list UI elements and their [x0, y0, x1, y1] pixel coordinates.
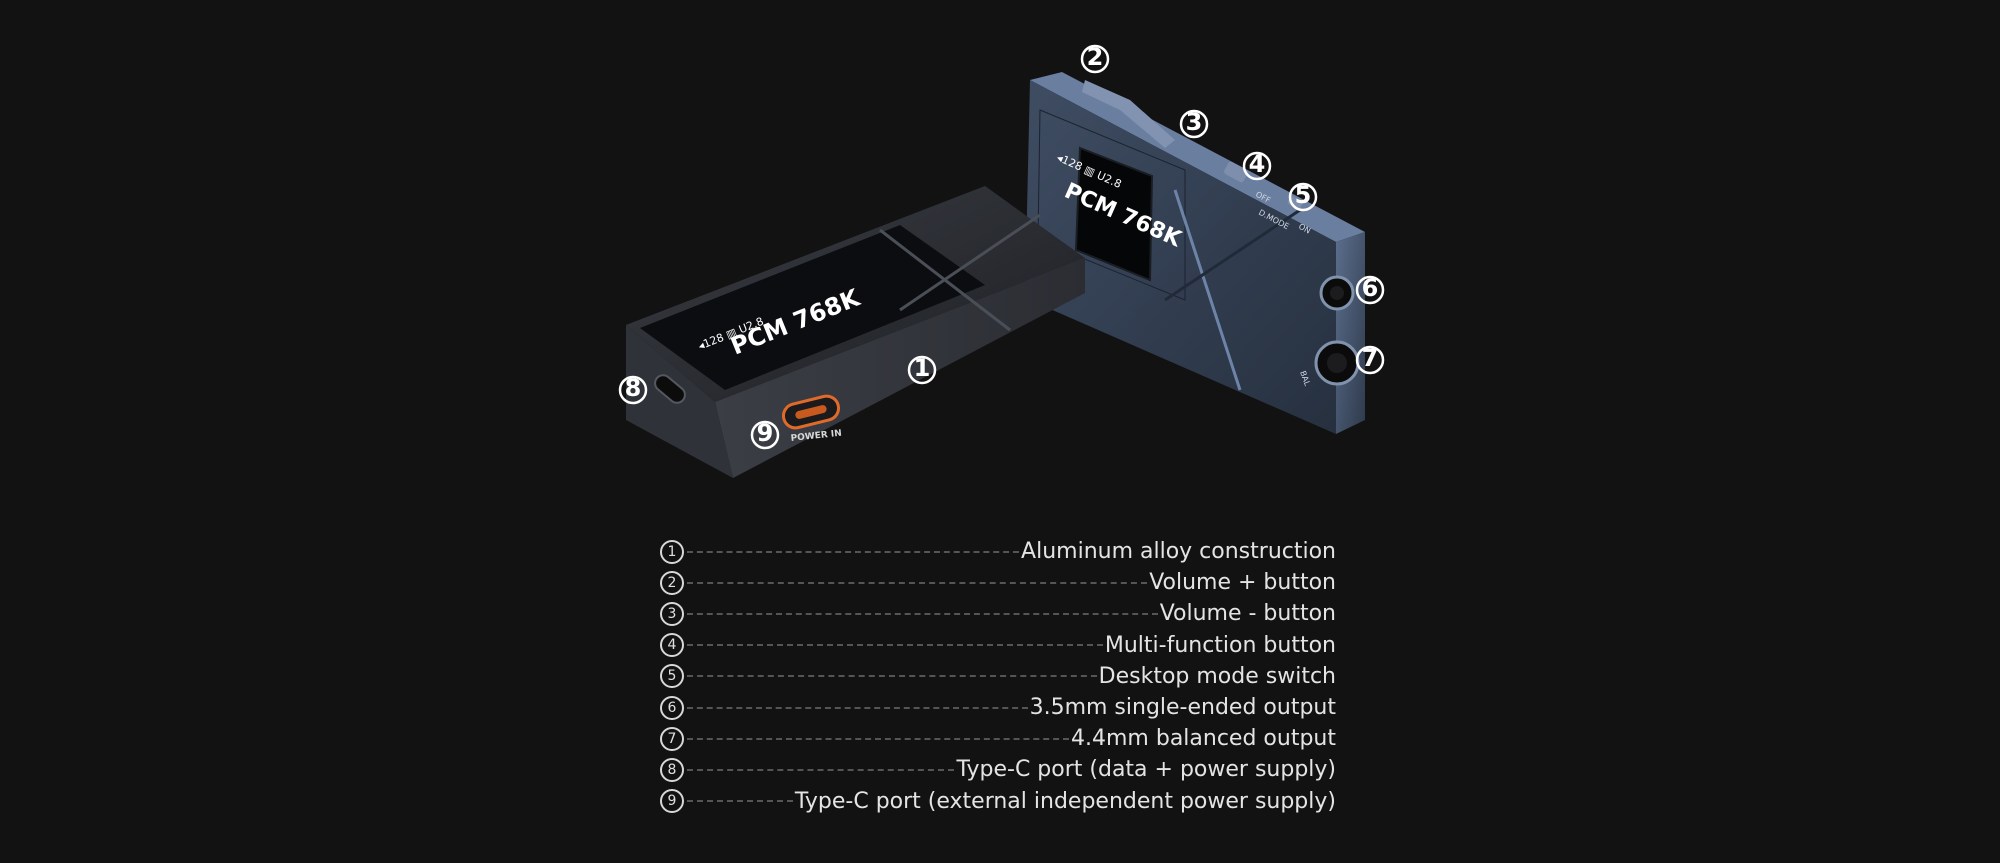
- callout-circle: [1179, 109, 1209, 139]
- legend-number: 2: [660, 570, 684, 595]
- legend-number: 7: [660, 726, 684, 751]
- callout-number: 6: [1362, 274, 1379, 302]
- legend-number: 6: [660, 695, 684, 720]
- callout-1: 1: [907, 354, 937, 385]
- callout-number: 9: [757, 419, 774, 447]
- legend-number: 9: [660, 789, 684, 814]
- legend-leader-line: [687, 768, 955, 771]
- legend-text: Volume - button: [1159, 601, 1336, 627]
- feature-legend: 1 Aluminum alloy construction 2 Volume + bu…: [660, 536, 1336, 817]
- legend-leader-line: [687, 675, 1097, 678]
- callout-number: 3: [1186, 108, 1203, 136]
- device-left: ◂128 ▥ U2.8 PCM 768K POWER IN: [626, 186, 1085, 478]
- device-right: OFF D.MODE ON BAL ◂128 ▥ U2.8 PCM 768K: [1025, 72, 1365, 434]
- callout-circle: [907, 355, 937, 385]
- callout-6: 6: [1355, 274, 1385, 305]
- callout-circle: [1355, 345, 1385, 375]
- callout-number: 4: [1249, 150, 1266, 178]
- callout-7: 7: [1355, 344, 1385, 375]
- legend-leader-line: [687, 581, 1148, 584]
- callout-4: 4: [1242, 150, 1272, 181]
- callout-circle: [618, 375, 648, 405]
- legend-row: 3 Volume - button: [660, 598, 1336, 629]
- callout-circle: [1355, 275, 1385, 305]
- legend-leader-line: [687, 706, 1028, 709]
- callout-circle: [1242, 151, 1272, 181]
- callout-2: 2: [1080, 43, 1110, 74]
- callout-number: 8: [625, 374, 642, 402]
- legend-row: 2 Volume + button: [660, 567, 1336, 598]
- callout-8: 8: [618, 374, 648, 405]
- legend-text: 3.5mm single-ended output: [1029, 695, 1336, 721]
- legend-text: Volume + button: [1149, 570, 1336, 596]
- callout-circle: [1288, 182, 1318, 212]
- callout-circle: [750, 420, 780, 450]
- callout-3: 3: [1179, 108, 1209, 139]
- legend-row: 1 Aluminum alloy construction: [660, 536, 1336, 567]
- legend-row: 4 Multi-function button: [660, 630, 1336, 661]
- legend-row: 7 4.4mm balanced output: [660, 723, 1336, 754]
- legend-leader-line: [687, 737, 1070, 740]
- legend-text: Aluminum alloy construction: [1021, 539, 1336, 565]
- callout-number: 1: [914, 354, 931, 382]
- legend-number: 3: [660, 601, 684, 626]
- legend-text: Desktop mode switch: [1098, 663, 1336, 689]
- legend-number: 5: [660, 664, 684, 689]
- legend-leader-line: [687, 800, 793, 803]
- legend-number: 4: [660, 633, 684, 658]
- callout-9: 9: [750, 419, 780, 450]
- legend-row: 6 3.5mm single-ended output: [660, 692, 1336, 723]
- legend-leader-line: [687, 644, 1103, 647]
- legend-text: Type-C port (external independent power …: [794, 788, 1336, 814]
- callout-number: 7: [1362, 344, 1379, 372]
- legend-text: Multi-function button: [1104, 632, 1336, 658]
- callout-number: 5: [1295, 181, 1312, 209]
- callout-5: 5: [1288, 181, 1318, 212]
- callout-number: 2: [1087, 43, 1104, 71]
- legend-text: Type-C port (data + power supply): [956, 757, 1336, 783]
- legend-row: 5 Desktop mode switch: [660, 661, 1336, 692]
- legend-row: 8 Type-C port (data + power supply): [660, 754, 1336, 785]
- legend-number: 1: [660, 539, 684, 564]
- legend-row: 9 Type-C port (external independent power…: [660, 786, 1336, 817]
- callout-circle: [1080, 44, 1110, 74]
- legend-leader-line: [687, 612, 1158, 615]
- legend-leader-line: [687, 550, 1020, 553]
- legend-text: 4.4mm balanced output: [1071, 726, 1336, 752]
- legend-number: 8: [660, 757, 684, 782]
